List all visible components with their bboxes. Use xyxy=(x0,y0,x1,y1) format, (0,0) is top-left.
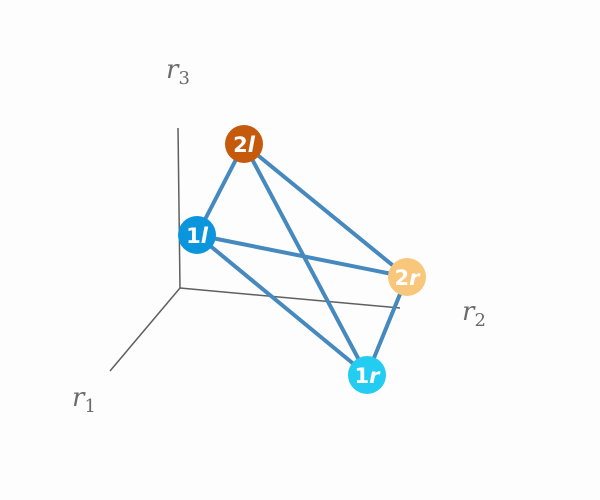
node-1r-circle xyxy=(348,356,386,394)
node-2l-label: 2l xyxy=(233,133,256,157)
node-1l[interactable]: 1l xyxy=(178,216,216,254)
node-2r[interactable]: 2r xyxy=(388,258,426,296)
axis-r2-line xyxy=(179,287,401,309)
nodes: 2l 1l 2r 1r xyxy=(178,125,426,394)
edge-1l-1r xyxy=(195,233,369,377)
edge-2l-1r xyxy=(242,142,369,377)
axis-labels: r3 r2 r1 xyxy=(72,55,486,417)
node-2l-circle xyxy=(225,125,263,163)
axis-r3-line xyxy=(177,127,181,289)
node-2l[interactable]: 2l xyxy=(225,125,263,163)
node-1r[interactable]: 1r xyxy=(348,356,386,394)
edges xyxy=(195,142,409,377)
axis-label-r1: r1 xyxy=(72,383,96,417)
axis-label-r3: r3 xyxy=(166,55,190,89)
node-1r-label: 1r xyxy=(355,364,382,388)
axes xyxy=(109,127,401,372)
axis-label-r2: r2 xyxy=(462,297,486,331)
node-2r-circle xyxy=(388,258,426,296)
axis-r1-line xyxy=(109,287,181,372)
node-2r-label: 2r xyxy=(395,266,422,290)
node-1l-label: 1l xyxy=(186,224,209,248)
edge-2l-2r xyxy=(242,142,409,279)
node-1l-circle xyxy=(178,216,216,254)
edge-1l-2r xyxy=(195,233,409,279)
